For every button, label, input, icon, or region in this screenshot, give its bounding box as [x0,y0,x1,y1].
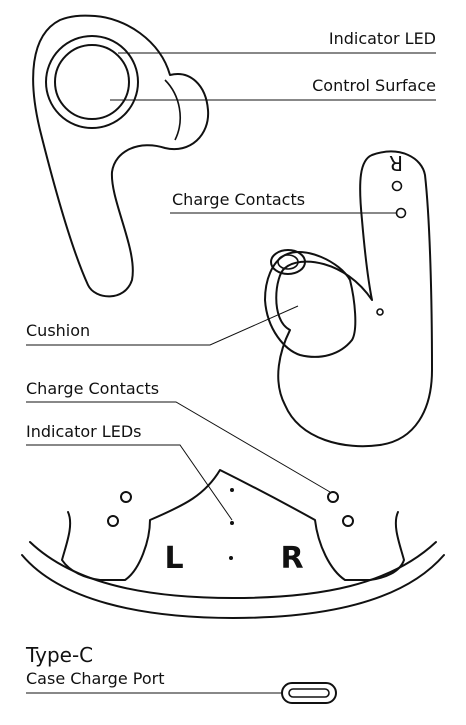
case-indicator-led-1 [230,488,234,492]
case-rim-inner [29,541,437,599]
case-contact-left-2 [107,515,119,527]
type-c-port-inner [288,688,330,698]
case-marking-left: L [164,541,183,576]
earbud-front-inner-curve [164,79,181,141]
cushion [264,251,357,358]
cushion-tip-inner [277,254,299,270]
label-case-charge-port: Case Charge Port [26,669,164,688]
leader-cushion [26,305,299,346]
control-surface-outer-ring [45,35,139,129]
leader-lines [26,52,436,694]
earbud-sensor-dot [376,308,384,316]
charging-case: L R [21,469,445,619]
earbud-side-stem-outline [275,150,433,448]
label-charge-contacts-case: Charge Contacts [26,379,159,398]
earbud-charge-contact-1 [391,180,403,192]
label-indicator-leds: Indicator LEDs [26,422,141,441]
cushion-tip-outer [270,249,306,275]
label-cushion: Cushion [26,321,90,340]
leader-indicator-leds [26,444,233,521]
earbud-side-view: R [264,150,433,448]
label-control-surface: Control Surface [312,76,436,95]
type-c-port-icon [281,682,337,704]
leader-charge-contacts-case [26,401,331,493]
earbud-front-stem-outline [32,14,210,298]
label-charge-contacts-earbud: Charge Contacts [172,190,305,209]
case-rim-outer [21,554,445,619]
case-cradle-outline [61,469,405,581]
earbud-front-view [32,14,210,298]
earbud-side-marking: R [389,151,403,175]
label-indicator-led: Indicator LED [329,29,436,48]
case-indicator-led-3 [229,556,233,560]
type-c-port-outer [281,682,337,704]
label-type-c: Type-C [25,643,93,667]
earbud-charge-contact-2 [395,207,407,219]
case-marking-right: R [280,541,303,576]
control-surface [54,44,130,120]
case-contact-left-1 [120,491,132,503]
case-contact-right-1 [327,491,339,503]
case-indicator-led-2 [230,521,234,525]
case-contact-right-2 [342,515,354,527]
